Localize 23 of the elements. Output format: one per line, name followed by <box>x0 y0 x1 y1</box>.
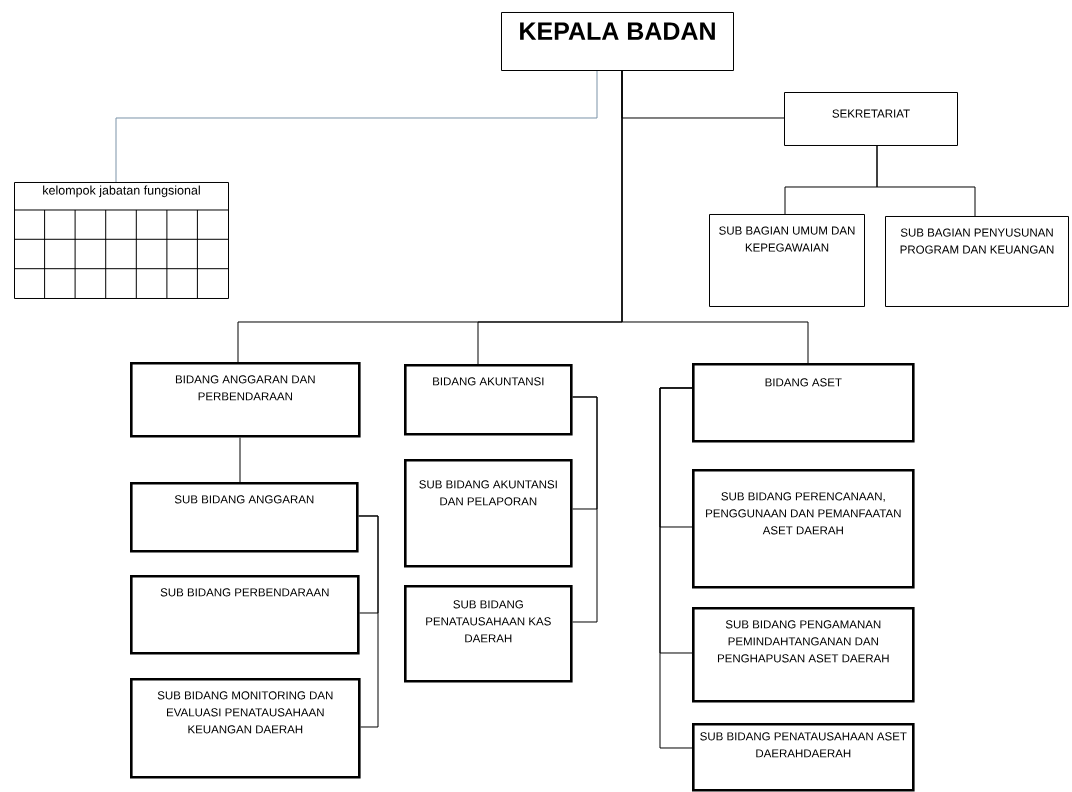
group-table: kelompok jabatan fungsional <box>13 182 229 299</box>
unit-box: BIDANG ANGGARAN DAN PERBENDARAAN <box>130 362 361 438</box>
unit-box: SUB BIDANG PENATAUSAHAAN ASET DAERAHDAERAH <box>692 723 915 792</box>
unit-box: SUB BIDANG PERENCANAAN, PENGGUNAAN DAN PEMANFAATAN ASET DAERAH <box>692 469 915 589</box>
unit-box: SUB BIDANG PENATAUSAHAAN KAS DAERAH <box>404 585 573 683</box>
connector-line <box>621 70 809 364</box>
unit-box: SUB BIDANG PERBENDARAAN <box>130 575 360 655</box>
head-box: KEPALA BADAN <box>501 12 734 71</box>
connector-line <box>659 387 693 749</box>
connector-line <box>239 437 241 483</box>
unit-box: SUB BIDANG MONITORING DAN EVALUASI PENATAUSAHAAN KEUANGAN DAERAH <box>130 678 361 779</box>
unit-box: BIDANG ASET <box>692 363 915 443</box>
connector-line <box>572 396 598 623</box>
unit-box: SUB BIDANG AKUNTANSI DAN PELAPORAN <box>404 459 573 568</box>
unit-box: SUB BIDANG PENGAMANAN PEMINDAHTANGANAN DAN PENGHAPUSAN ASET DAERAH <box>692 607 915 703</box>
connector-line <box>876 145 976 217</box>
connector-line <box>358 515 379 728</box>
unit-box: SUB BAGIAN PENYUSUNAN PROGRAM DAN KEUANGAN <box>885 216 1069 307</box>
unit-box: SUB BAGIAN UMUM DAN KEPEGAWAIAN <box>709 214 865 307</box>
connector-line <box>115 70 598 183</box>
unit-box: BIDANG AKUNTANSI <box>404 364 573 436</box>
unit-box: SEKRETARIAT <box>784 92 958 146</box>
unit-box: SUB BIDANG ANGGARAN <box>130 482 359 553</box>
